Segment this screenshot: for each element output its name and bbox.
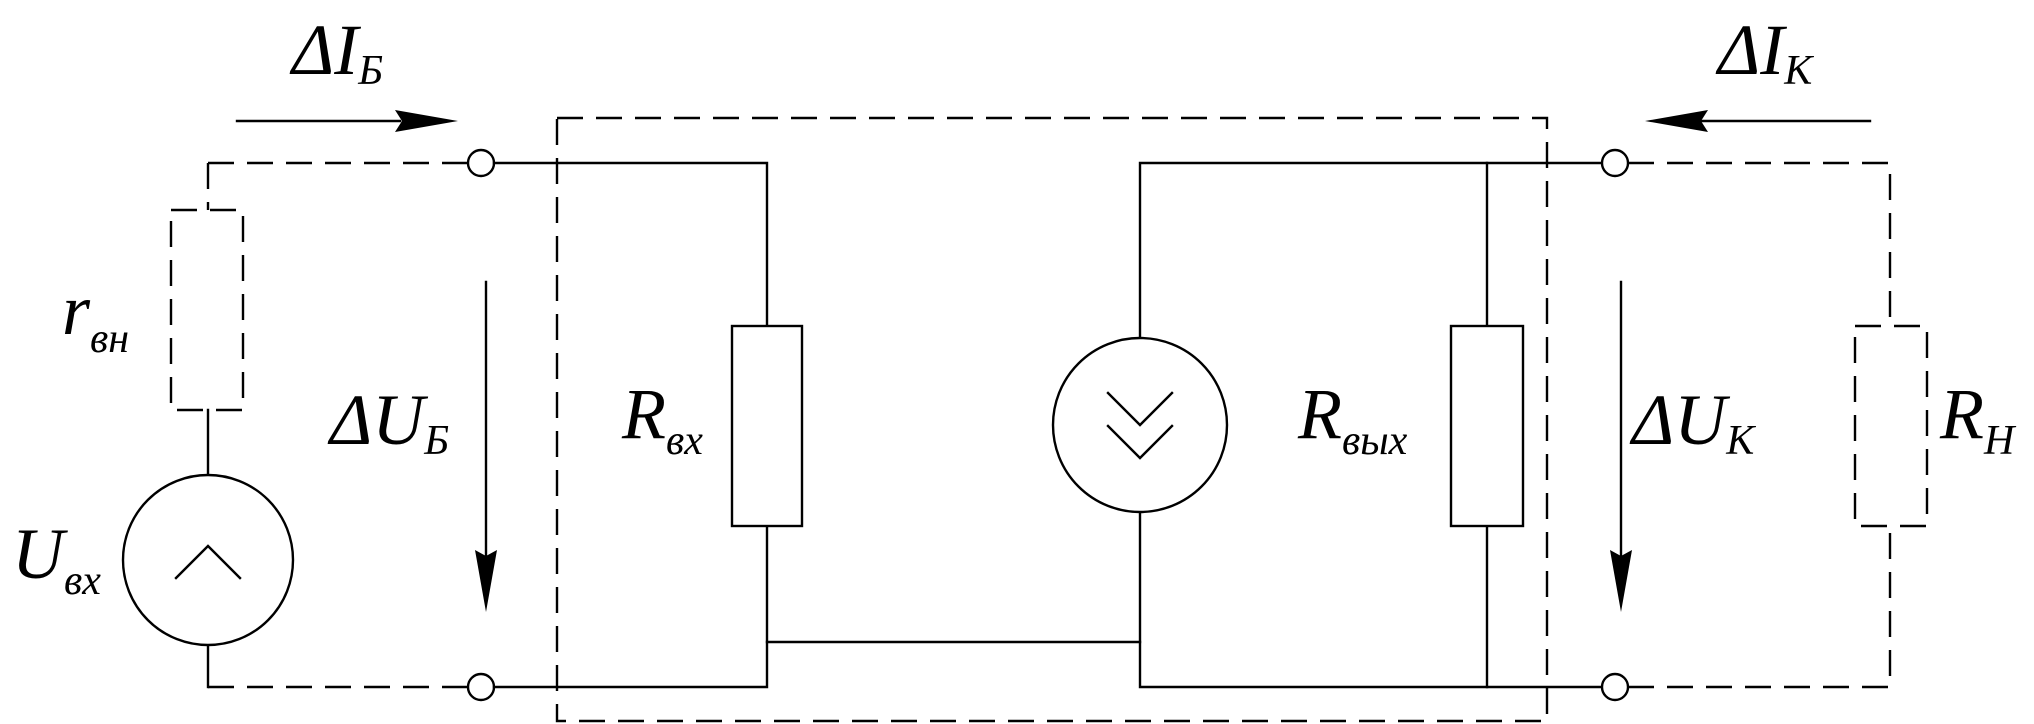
label-delta-u-collector: ΔUК <box>1629 380 1756 464</box>
label-u-input: Uвх <box>12 514 101 604</box>
internal-resistance-r-vn <box>169 208 245 412</box>
output-wire-bottom <box>1138 510 1604 689</box>
collector-current-arrow-head <box>1645 110 1708 132</box>
label-r-output: Rвых <box>1297 374 1408 464</box>
input-terminal-bottom <box>466 672 496 702</box>
label-delta-u-base: ΔUБ <box>327 380 449 464</box>
output-wire-top <box>1138 161 1604 340</box>
collector-voltage-arrow-head <box>1610 550 1632 612</box>
input-terminal-top <box>466 148 496 178</box>
label-delta-i-collector: ΔIК <box>1715 10 1814 94</box>
input-resistance-r-vh <box>730 324 804 528</box>
two-port-boundary <box>555 116 1549 723</box>
input-wire-top <box>492 161 769 328</box>
base-voltage-arrow-head <box>475 550 497 612</box>
load-top-dashed-wire <box>1628 161 1892 326</box>
load-bottom-dashed-wire <box>1628 526 1892 689</box>
output-terminal-top <box>1600 148 1630 178</box>
input-wire-bottom <box>492 524 769 689</box>
input-voltage-source <box>121 473 295 647</box>
output-resistance-r-vyh <box>1449 324 1525 528</box>
source-arrow-up-icon <box>174 544 242 580</box>
label-r-internal: rвн <box>62 270 129 362</box>
current-source-chevron-down-icon <box>1106 391 1174 427</box>
base-current-arrow-head <box>395 110 458 132</box>
label-r-load: RН <box>1939 374 2017 464</box>
label-delta-i-base: ΔIБ <box>289 10 383 94</box>
label-r-input: Rвх <box>621 374 703 464</box>
load-resistance-r-n <box>1853 324 1929 528</box>
output-terminal-bottom <box>1600 672 1630 702</box>
current-source-chevron-down-icon-2 <box>1106 424 1174 460</box>
